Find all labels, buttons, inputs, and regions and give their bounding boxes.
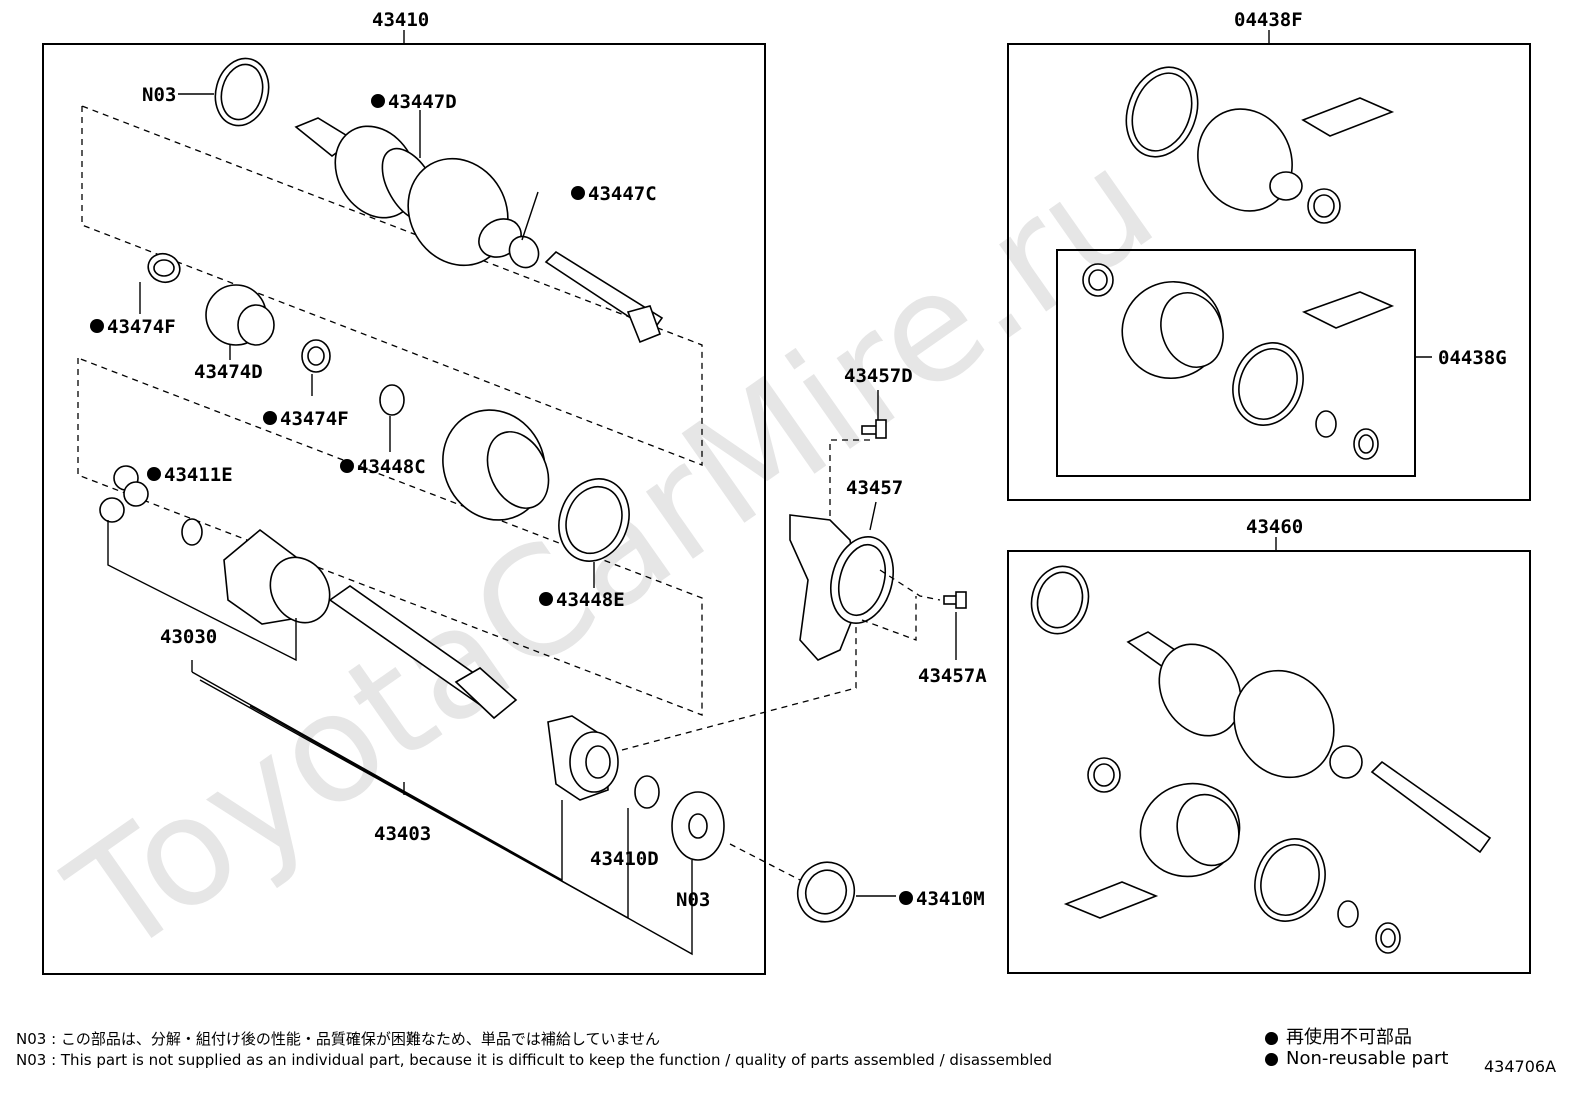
tripod-43030	[99, 465, 149, 523]
label-43474D: 43474D	[194, 361, 263, 383]
bolt-43457A	[943, 591, 967, 609]
clamp-43448C	[379, 384, 405, 416]
non-reusable-dot	[340, 459, 354, 473]
non-reusable-dot	[571, 186, 585, 200]
label-43474F-b: 43474F	[280, 408, 349, 430]
label-N03-bottom: N03	[676, 889, 710, 911]
legend-dot-icon	[1265, 1052, 1278, 1066]
label-43030: 43030	[160, 626, 217, 648]
label-43411E: 43411E	[164, 464, 233, 486]
label-43457A: 43457A	[918, 665, 987, 687]
legend-dot-icon	[1265, 1031, 1278, 1045]
label-43410D: 43410D	[590, 848, 659, 870]
label-43447D: 43447D	[388, 91, 457, 113]
non-reusable-dot	[147, 467, 161, 481]
boot-kit-04438F	[1125, 66, 1395, 224]
legend-en-text: Non-reusable part	[1286, 1048, 1449, 1069]
inner-joint-shaft	[223, 528, 518, 720]
damper-43474D	[205, 284, 275, 346]
box-43460	[1007, 550, 1531, 974]
non-reusable-dot	[371, 94, 385, 108]
label-43403: 43403	[374, 823, 431, 845]
label-04438F: 04438F	[1234, 9, 1303, 31]
label-43447C: 43447C	[588, 183, 657, 205]
footnote-japanese: N03 : この部品は、分解・組付け後の性能・品質確保が困難なため、単品では補給…	[16, 1030, 661, 1048]
center-bearing-43403	[547, 715, 619, 801]
label-43474F-a: 43474F	[107, 316, 176, 338]
label-43457D: 43457D	[844, 365, 913, 387]
washer-43410D	[634, 775, 660, 809]
label-04438G: 04438G	[1438, 347, 1507, 369]
drive-shaft-assembly-43460	[1030, 565, 1492, 954]
label-43448E: 43448E	[556, 589, 625, 611]
snap-ring-43411E	[181, 518, 203, 546]
figure-code: 434706A	[1484, 1057, 1557, 1076]
label-43457: 43457	[846, 477, 903, 499]
non-reusable-dot	[263, 411, 277, 425]
legend-japanese: 再使用不可部品	[1265, 1023, 1412, 1049]
label-43448C: 43448C	[357, 456, 426, 478]
boot-kit-04438G	[1082, 263, 1395, 460]
legend-jp-text: 再使用不可部品	[1286, 1027, 1412, 1048]
label-43410: 43410	[372, 9, 429, 31]
label-N03-top: N03	[142, 84, 176, 106]
footnote-english: N03 : This part is not supplied as an in…	[16, 1051, 1053, 1069]
label-43410M: 43410M	[916, 888, 985, 910]
bolt-43457D	[861, 419, 887, 439]
box-04438G	[1056, 249, 1416, 477]
non-reusable-dot	[899, 891, 913, 905]
drive-shaft-outer-assembly	[294, 117, 664, 344]
legend-english: Non-reusable part	[1265, 1048, 1448, 1069]
boot-inner	[442, 409, 550, 521]
bearing-bracket-43457	[789, 514, 894, 661]
non-reusable-dot	[90, 319, 104, 333]
non-reusable-dot	[539, 592, 553, 606]
label-43460: 43460	[1246, 516, 1303, 538]
